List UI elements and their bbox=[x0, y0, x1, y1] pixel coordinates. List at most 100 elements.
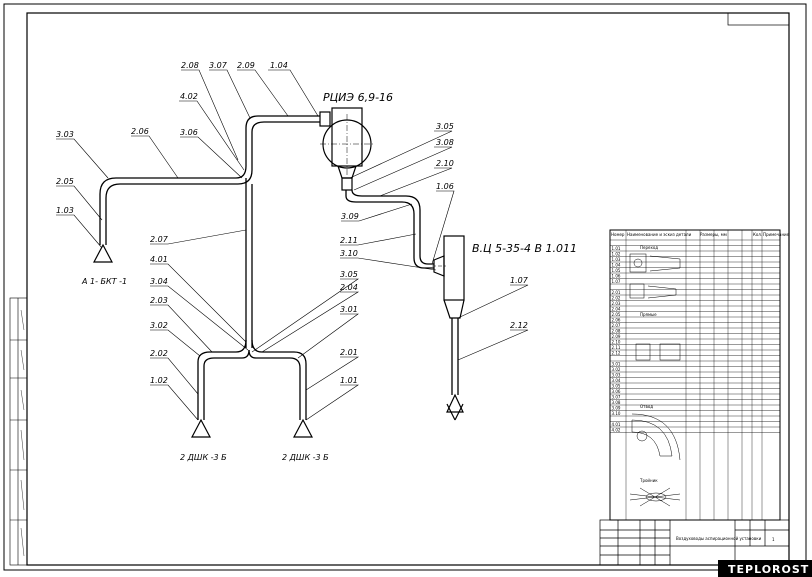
spec-section-title: Тройник bbox=[639, 478, 658, 483]
part-label: 4.01 bbox=[150, 255, 168, 264]
label-dshk-left: 2 ДШК -3 Б bbox=[180, 453, 227, 462]
spec-row-number: 3.09 bbox=[612, 405, 621, 410]
spec-section-title: Переход bbox=[640, 245, 658, 250]
spec-row-number: 3.08 bbox=[612, 400, 621, 405]
part-label: 3.05 bbox=[436, 122, 454, 131]
spec-row-number: 2.06 bbox=[612, 317, 621, 322]
spec-row-number: 1.07 bbox=[612, 279, 621, 284]
part-label: 2.02 bbox=[150, 349, 168, 358]
title-block-sheet: 1 bbox=[772, 537, 775, 542]
part-label: 2.08 bbox=[181, 61, 199, 70]
leader-lines bbox=[56, 69, 529, 421]
spec-header-note: Примечание bbox=[763, 232, 790, 237]
outer-frame bbox=[3, 3, 807, 571]
part-labels: 2.08 3.07 2.09 1.04 4.02 3.03 2.06 3.06 … bbox=[56, 61, 529, 385]
spec-row-number: 2.07 bbox=[612, 323, 621, 328]
part-label: 2.11 bbox=[340, 236, 358, 245]
part-label: 2.12 bbox=[510, 321, 528, 330]
spec-section-title: Прямые bbox=[640, 312, 657, 317]
spec-row-number: 3.04 bbox=[612, 378, 621, 383]
part-label: 3.03 bbox=[56, 130, 74, 139]
spec-table: 1.011.021.031.041.051.061.07 2.012.022.03… bbox=[609, 229, 790, 521]
part-label: 2.06 bbox=[131, 127, 149, 136]
part-label: 3.02 bbox=[150, 321, 168, 330]
part-label: 2.05 bbox=[56, 177, 74, 186]
spec-row-number: 4.01 bbox=[612, 422, 621, 427]
part-label: 1.06 bbox=[436, 182, 454, 191]
part-label: 1.03 bbox=[56, 206, 74, 215]
corner-box bbox=[727, 12, 790, 26]
spec-row-number: 3.03 bbox=[612, 372, 621, 377]
spec-row-number: 2.02 bbox=[612, 295, 621, 300]
spec-row-number: 2.04 bbox=[612, 306, 621, 311]
spec-header-name: Наименование и эскиз детали bbox=[627, 232, 692, 237]
spec-sketch-straight bbox=[635, 343, 681, 361]
part-label: 2.09 bbox=[237, 61, 255, 70]
part-label: 2.01 bbox=[340, 348, 358, 357]
title-block bbox=[599, 519, 790, 566]
spec-row-number: 3.06 bbox=[612, 389, 621, 394]
part-label: 2.07 bbox=[150, 235, 169, 244]
spec-row-number: 3.02 bbox=[612, 367, 621, 372]
part-label: 4.02 bbox=[180, 92, 198, 101]
spec-row-number: 3.07 bbox=[612, 394, 621, 399]
part-label: 3.01 bbox=[340, 305, 358, 314]
spec-row-number: 2.01 bbox=[612, 290, 621, 295]
spec-row-number: 1.04 bbox=[612, 262, 621, 267]
spec-row-number: 1.03 bbox=[612, 257, 621, 262]
part-label: 3.10 bbox=[340, 249, 358, 258]
spec-sketch-elbow bbox=[631, 413, 681, 461]
part-label: 3.06 bbox=[180, 128, 198, 137]
part-label: 1.04 bbox=[270, 61, 288, 70]
terminal-symbols bbox=[93, 243, 464, 438]
spec-row-number: 1.05 bbox=[612, 268, 621, 273]
spec-header-number: Номер bbox=[611, 232, 625, 237]
watermark-bar bbox=[718, 560, 812, 577]
spec-table-row-numbers: 1.011.021.031.041.051.061.07 2.012.022.03… bbox=[612, 246, 621, 432]
part-label: 2.03 bbox=[150, 296, 168, 305]
duct-network bbox=[99, 115, 459, 420]
spec-row-number: 1.02 bbox=[612, 251, 621, 256]
spec-row-number: 1.06 bbox=[612, 273, 621, 278]
fan-vts bbox=[432, 235, 465, 319]
spec-header-sizes: Размеры, мм bbox=[700, 232, 727, 237]
spec-sketch-tee bbox=[629, 487, 681, 507]
spec-row-number: 2.09 bbox=[612, 334, 621, 339]
spec-section-title: Отвод bbox=[640, 404, 653, 409]
spec-row-number: 4.02 bbox=[612, 427, 621, 432]
part-label: 3.04 bbox=[150, 277, 168, 286]
spec-row-number: 2.11 bbox=[612, 345, 621, 350]
left-margin-ticks bbox=[20, 309, 25, 557]
part-label: 1.02 bbox=[150, 376, 168, 385]
left-margin-stamp bbox=[9, 297, 28, 566]
spec-row-number: 2.12 bbox=[612, 350, 621, 355]
inner-frame bbox=[26, 12, 790, 566]
label-vts: В.Ц 5-35-4 В 1.011 bbox=[472, 242, 577, 255]
spec-table-grid bbox=[610, 230, 780, 520]
part-label: 1.01 bbox=[340, 376, 358, 385]
label-dshk-right: 2 ДШК -3 Б bbox=[282, 453, 329, 462]
spec-row-number: 3.01 bbox=[612, 361, 621, 366]
spec-row-number: 3.10 bbox=[612, 411, 621, 416]
spec-row-number: 1.01 bbox=[612, 246, 621, 251]
part-label: 3.09 bbox=[341, 212, 359, 221]
spec-sketch-transition bbox=[629, 253, 681, 299]
cyclone-rcie bbox=[319, 107, 374, 191]
spec-row-number: 3.05 bbox=[612, 383, 621, 388]
watermark-text: TEPLOROST bbox=[728, 563, 809, 576]
part-label: 3.05 bbox=[340, 270, 358, 279]
part-label: 2.10 bbox=[436, 159, 454, 168]
spec-row-number: 2.05 bbox=[612, 312, 621, 317]
part-label: 3.08 bbox=[436, 138, 454, 147]
spec-row-number: 2.03 bbox=[612, 301, 621, 306]
spec-row-number: 2.10 bbox=[612, 339, 621, 344]
spec-header-qty: Кол. bbox=[753, 232, 762, 237]
title-block-name: Воздуховоды аспирационной установки bbox=[676, 536, 762, 541]
label-a1: А 1- БКТ -1 bbox=[81, 277, 127, 286]
spec-row-number: 2.08 bbox=[612, 328, 621, 333]
part-label: 1.07 bbox=[510, 276, 529, 285]
part-label: 2.04 bbox=[340, 283, 358, 292]
label-rcie: РЦИЭ 6,9-16 bbox=[323, 91, 393, 104]
part-label: 3.07 bbox=[209, 61, 228, 70]
